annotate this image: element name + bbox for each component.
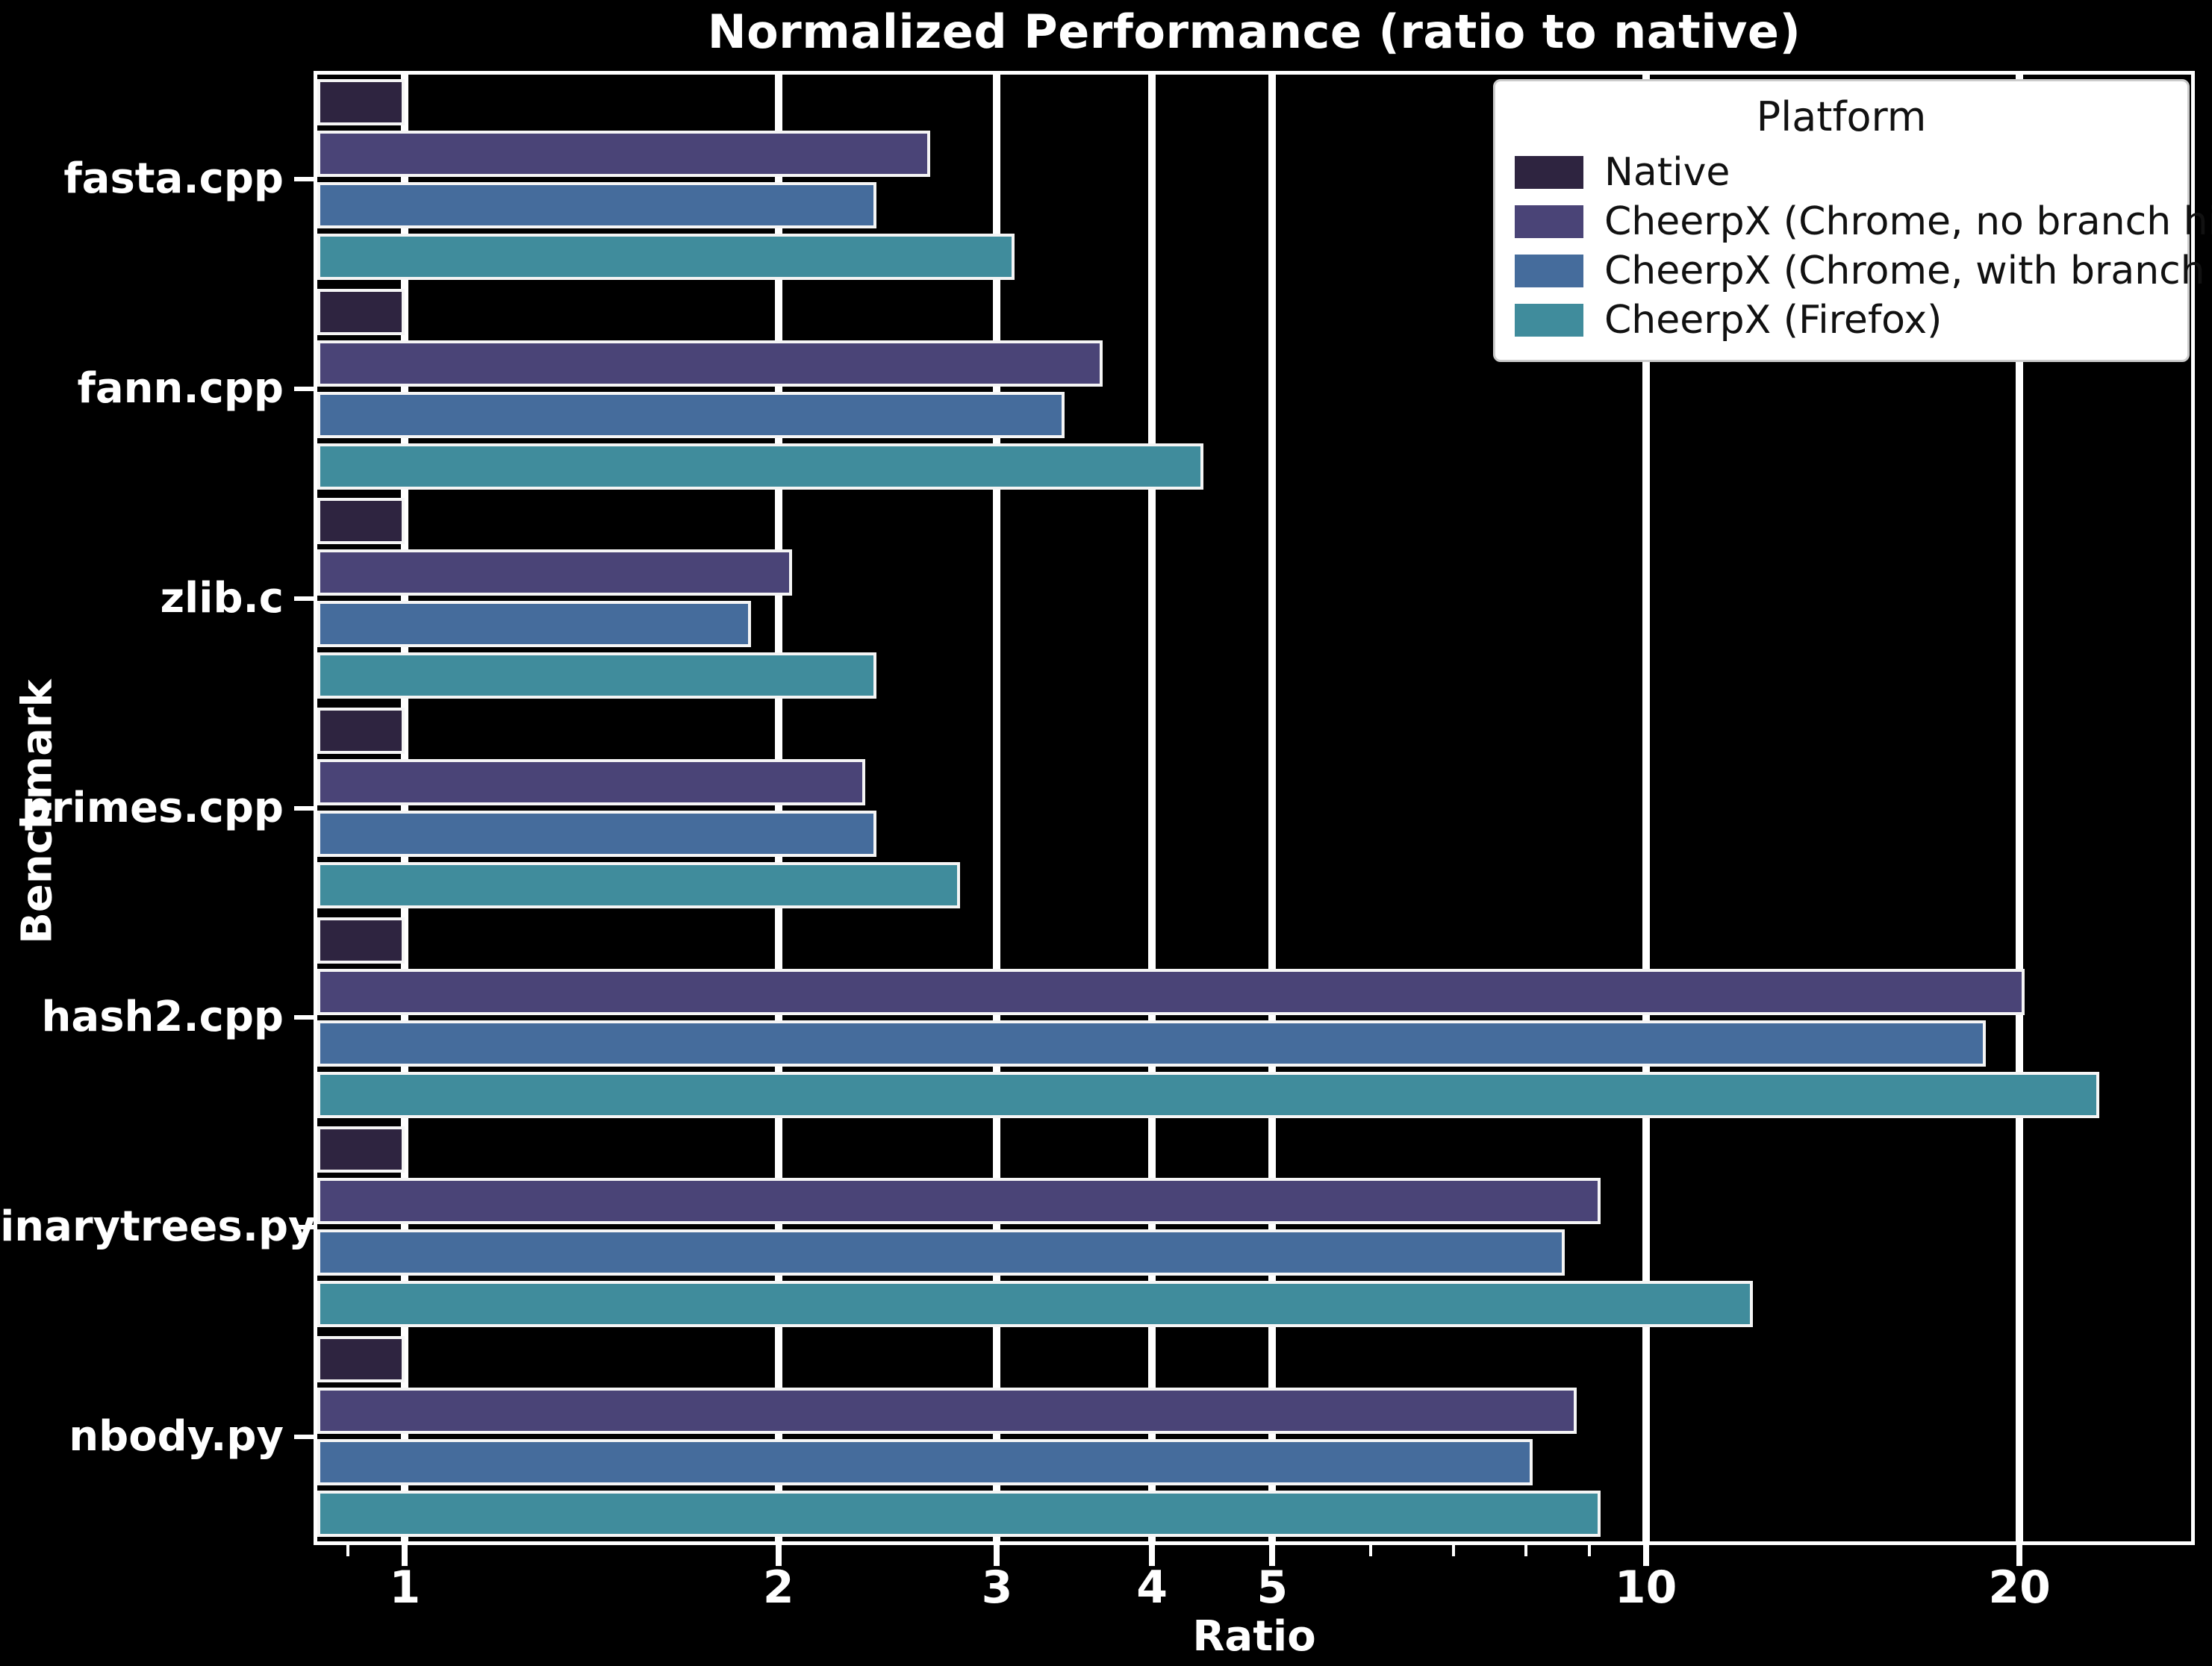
bar [317, 917, 405, 964]
y-tick-mark [294, 805, 314, 811]
y-tick-mark [294, 1224, 314, 1229]
y-tick-mark [294, 1434, 314, 1439]
x-tick-label: 4 [1136, 1562, 1168, 1614]
legend-swatch [1515, 255, 1583, 287]
legend-swatch [1515, 205, 1583, 238]
y-tick-label: hash2.cpp [41, 993, 284, 1042]
bar [317, 811, 877, 857]
y-tick-mark [294, 1015, 314, 1020]
legend-item-label: CheerpX (Chrome, no branch hints) [1604, 199, 2212, 244]
x-minor-tick-mark [1587, 1545, 1591, 1556]
x-tick-mark [775, 1545, 782, 1566]
x-tick-mark [1269, 1545, 1276, 1566]
bar [317, 78, 405, 125]
x-tick-label: 3 [981, 1562, 1013, 1614]
legend-item-label: CheerpX (Chrome, with branch hints) [1604, 249, 2212, 293]
x-minor-tick-mark [346, 1545, 350, 1556]
bar [317, 1020, 1987, 1067]
x-axis-label: Ratio [1192, 1612, 1316, 1661]
x-tick-mark [994, 1545, 1000, 1566]
x-tick-label: 20 [1988, 1562, 2051, 1614]
bar [317, 968, 2025, 1015]
bar [317, 708, 405, 754]
bar [317, 1388, 1577, 1435]
bar [317, 391, 1065, 438]
y-tick-mark [294, 177, 314, 182]
bar [317, 652, 877, 699]
chart-title: Normalized Performance (ratio to native) [707, 4, 1801, 59]
bar [317, 759, 866, 805]
bar [317, 862, 960, 908]
x-tick-mark [1642, 1545, 1649, 1566]
bar [317, 1491, 1601, 1538]
legend-item-label: Native [1604, 150, 1730, 195]
x-tick-mark [1149, 1545, 1156, 1566]
gridline [993, 75, 1001, 1541]
y-tick-label: nbody.py [69, 1411, 284, 1461]
legend-item: CheerpX (Chrome, with branch hints) [1515, 246, 2212, 296]
y-tick-mark [294, 387, 314, 392]
gridline [1148, 75, 1156, 1541]
x-tick-label: 5 [1256, 1562, 1289, 1614]
x-tick-mark [402, 1545, 408, 1566]
bar [317, 443, 1203, 490]
bar [317, 1229, 1565, 1276]
bar [317, 601, 751, 648]
x-minor-tick-mark [1368, 1545, 1372, 1556]
bar [317, 1336, 405, 1383]
legend-item: Native [1515, 148, 2168, 197]
legend-item: CheerpX (Chrome, no branch hints) [1515, 197, 2212, 246]
gridline [774, 75, 782, 1541]
x-tick-label: 2 [762, 1562, 794, 1614]
bar [317, 1178, 1601, 1225]
gridline [1642, 75, 1650, 1541]
gridline [1268, 75, 1277, 1541]
bar [317, 1071, 2100, 1118]
bar [317, 549, 792, 596]
y-tick-label: binarytrees.py [0, 1202, 316, 1251]
x-minor-tick-mark [1524, 1545, 1527, 1556]
bar [317, 1439, 1533, 1486]
y-tick-label: zlib.c [160, 573, 284, 623]
bar [317, 498, 405, 545]
y-tick-label: fann.cpp [77, 364, 284, 414]
y-tick-mark [294, 596, 314, 601]
x-tick-mark [2016, 1545, 2023, 1566]
legend-title: Platform [1756, 93, 1927, 140]
x-tick-label: 10 [1614, 1562, 1677, 1614]
y-tick-label: fasta.cpp [63, 155, 284, 204]
legend-item-label: CheerpX (Firefox) [1604, 298, 1942, 343]
x-tick-label: 1 [389, 1562, 421, 1614]
legend-swatch [1515, 304, 1583, 337]
gridline [401, 75, 409, 1541]
bar [317, 233, 1015, 280]
legend-swatch [1515, 156, 1583, 189]
bar [317, 288, 405, 335]
x-minor-tick-mark [1452, 1545, 1456, 1556]
y-tick-label: primes.cpp [21, 783, 284, 832]
legend-item: CheerpX (Firefox) [1515, 296, 2168, 345]
gridline [2016, 75, 2024, 1541]
bar [317, 181, 877, 228]
bar [317, 1281, 1754, 1328]
bar [317, 130, 930, 177]
bar [317, 1126, 405, 1173]
bar [317, 340, 1103, 387]
